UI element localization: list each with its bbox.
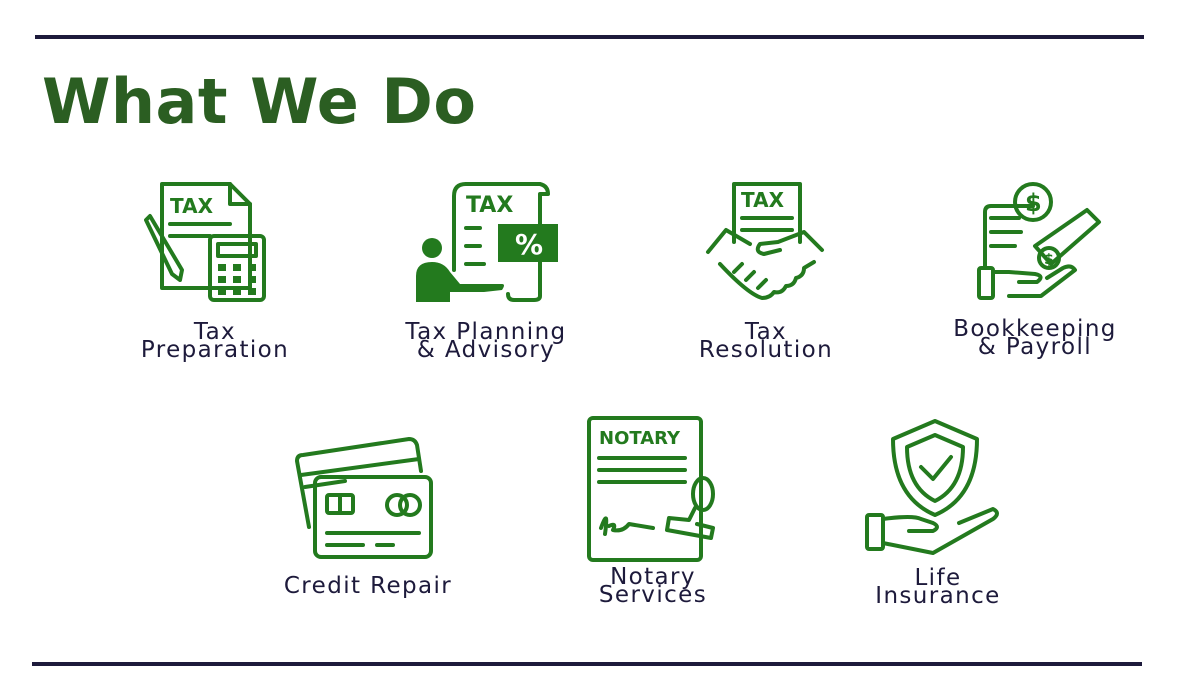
bottom-divider (32, 662, 1142, 666)
service-label: Tax Planning& Advisory (405, 319, 567, 363)
tax-calculator-icon: TAX (144, 182, 266, 302)
page-title: What We Do (42, 65, 477, 138)
notary-stamp-icon: NOTARY (587, 416, 715, 562)
handshake-tax-icon: TAX (706, 182, 824, 300)
insurance-hand-shield-icon (865, 419, 999, 555)
service-label: Bookkeeping& Payroll (953, 316, 1117, 360)
svg-text:NOTARY: NOTARY (599, 428, 681, 449)
svg-text:TAX: TAX (741, 188, 785, 212)
service-label: Credit Repair (283, 573, 453, 599)
svg-text:%: % (515, 228, 543, 261)
top-divider (35, 35, 1144, 39)
bookkeeping-payroll-icon: $ $ (977, 182, 1101, 300)
svg-text:TAX: TAX (170, 194, 214, 218)
svg-text:$: $ (1044, 252, 1054, 268)
svg-text:$: $ (1025, 189, 1042, 217)
tax-planning-icon: TAX % (416, 182, 558, 302)
credit-card-icon (295, 437, 433, 559)
svg-text:TAX: TAX (466, 193, 513, 218)
